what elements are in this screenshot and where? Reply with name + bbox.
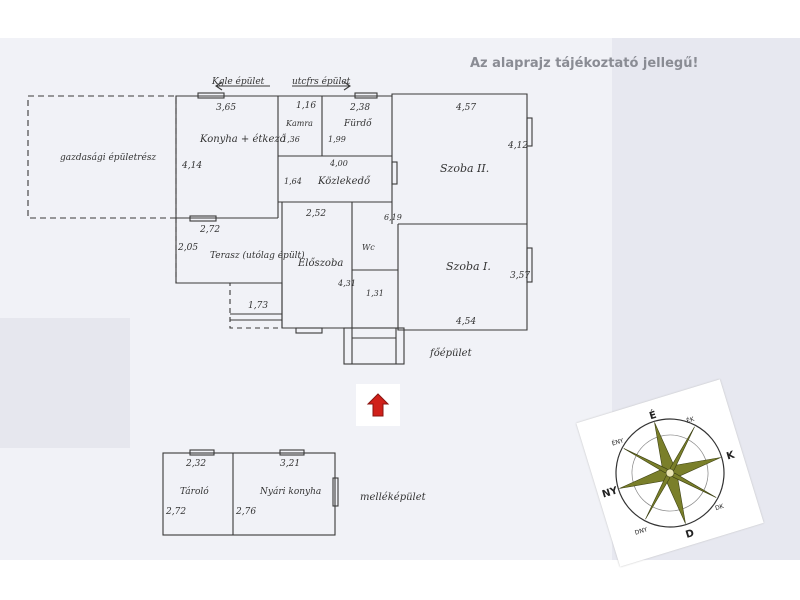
pantry-name: Kamra: [285, 119, 313, 128]
main-house-outline: [175, 93, 528, 331]
compass-icon: É D K NY ÉK ÉNY DK DNY: [601, 408, 737, 541]
pantry-height: 1,36: [282, 135, 300, 144]
compass-ne: ÉK: [685, 415, 696, 425]
compass-sw: DNY: [634, 526, 649, 537]
room1-name: Szoba I.: [446, 260, 491, 273]
up-arrow-icon: [366, 393, 390, 417]
bathroom-width: 2,38: [349, 103, 370, 113]
terrace-outline: [175, 218, 282, 329]
anteroom-height: 4,31: [337, 279, 356, 288]
summer-kitchen-name: Nyári konyha: [259, 486, 321, 497]
entrance-steps: [343, 327, 405, 365]
gray-overlay-box: [0, 318, 130, 448]
terrace-width: 1,73: [248, 301, 268, 311]
compass-nw: ÉNY: [611, 436, 625, 447]
plan-paper: Kgle épület utcfrs épület gazdasági épül…: [0, 38, 698, 560]
summer-kitchen-width: 3,21: [280, 459, 300, 469]
terrace-height: 2,05: [177, 243, 198, 253]
top-mid-note: utcfrs épület: [292, 76, 351, 87]
entrance-arrow-box: [356, 384, 400, 426]
bathroom-name: Fürdő: [343, 118, 372, 129]
main-building-label: főépület: [429, 348, 473, 359]
floor-plan-sheet: Kgle épület utcfrs épület gazdasági épül…: [0, 38, 800, 567]
extra-dim: 6,19: [384, 213, 402, 222]
shed-height: 2,72: [165, 507, 186, 517]
pantry-width: 1,16: [296, 101, 316, 111]
kitchen-height: 4,14: [181, 161, 202, 171]
compass-east: K: [725, 449, 737, 462]
compass-north: É: [648, 408, 658, 422]
annex-outline: [162, 452, 336, 536]
floor-plan-drawing: Kgle épület utcfrs épület gazdasági épül…: [27, 76, 533, 536]
terrace-name: Terasz (utólag épült): [210, 250, 305, 261]
top-left-note: Kgle épület: [211, 76, 265, 87]
bathroom-height: 1,99: [328, 135, 346, 144]
toilet-width: 1,31: [366, 289, 384, 298]
toilet-name: Wc: [362, 243, 375, 252]
outbuilding-label: gazdasági épületrész: [60, 152, 156, 163]
room1-height: 3,57: [510, 271, 530, 281]
compass-south: D: [684, 528, 695, 541]
compass-west: NY: [601, 485, 620, 500]
summer-kitchen-height: 2,76: [235, 507, 256, 517]
room2-width: 4,57: [455, 103, 476, 113]
shed-width: 2,32: [185, 459, 206, 469]
shed-name: Tároló: [180, 486, 209, 497]
compass-se: DK: [714, 503, 725, 513]
kitchen-bottom-dim: 2,72: [199, 225, 220, 235]
hall-height: 1,64: [284, 177, 302, 186]
kitchen-name: Konyha + étkező: [199, 134, 287, 145]
room2-height: 4,12: [507, 141, 528, 151]
anteroom-name: Előszoba: [297, 258, 343, 269]
outbuilding-outline: [27, 95, 177, 219]
room2-name: Szoba II.: [440, 162, 489, 175]
hall-name: Közlekedő: [317, 176, 371, 187]
disclaimer-notice: Az alaprajz tájékoztató jellegű!: [470, 56, 699, 71]
anteroom-width: 2,52: [305, 209, 326, 219]
annex-label: melléképület: [360, 492, 427, 503]
kitchen-width: 3,65: [216, 103, 236, 113]
compass-rose: É D K NY ÉK ÉNY DK DNY: [576, 379, 764, 567]
room1-width: 4,54: [455, 317, 476, 327]
hall-width: 4,00: [329, 159, 348, 168]
